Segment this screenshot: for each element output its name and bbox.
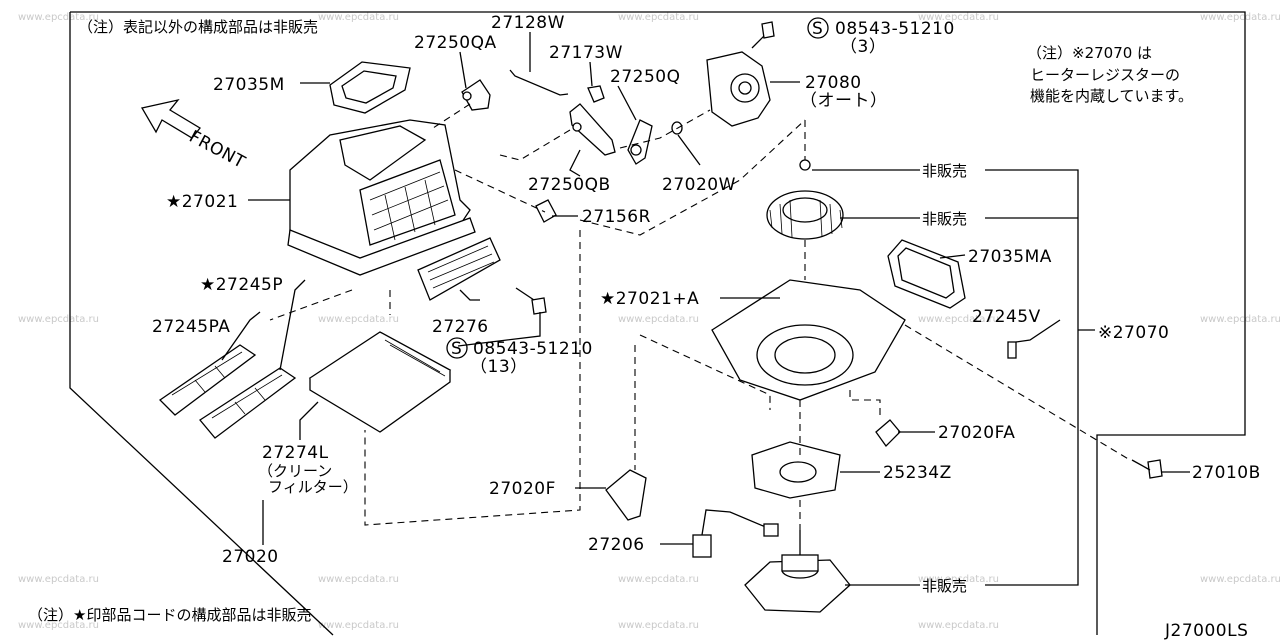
label-27274L-sub2: フィルター） xyxy=(268,478,358,496)
actuator-27080 xyxy=(706,51,771,127)
blower-motor xyxy=(744,530,851,613)
svg-text:S: S xyxy=(451,339,462,359)
clip-27173W xyxy=(587,85,605,103)
watermark: www.epcdata.ru xyxy=(318,620,399,631)
watermark: www.epcdata.ru xyxy=(918,574,999,585)
label-27274L-sub1: （クリーン xyxy=(258,462,332,480)
label-27173W: 27173W xyxy=(549,43,623,63)
label-hanbai-3: 非販売 xyxy=(922,577,967,595)
watermark: www.epcdata.ru xyxy=(318,314,399,325)
label-08543-top-qty: （3） xyxy=(840,37,886,57)
label-27128W: 27128W xyxy=(491,13,565,33)
watermark: www.epcdata.ru xyxy=(18,12,99,23)
screw-mid xyxy=(515,287,547,315)
bracket-27020F xyxy=(605,469,647,521)
watermark: www.epcdata.ru xyxy=(18,314,99,325)
seal-27035M xyxy=(329,61,411,114)
frame-27245P xyxy=(199,367,297,439)
clip-27156R xyxy=(535,199,557,223)
label-08543-mid: 08543-51210 xyxy=(473,339,593,359)
label-27035M: 27035M xyxy=(213,75,285,95)
label-27250Q: 27250Q xyxy=(610,67,680,87)
label-27276: 27276 xyxy=(432,317,489,337)
note-bottom-left: （注）★印部品コードの構成部品は非販売 xyxy=(28,606,311,624)
leader-lines xyxy=(221,32,1190,586)
nut xyxy=(799,159,811,171)
label-27250QB: 27250QB xyxy=(528,175,611,195)
note-top-right-line1: （注）※27070 は xyxy=(1027,44,1152,62)
harness-27206 xyxy=(692,509,779,558)
bracket-27020FA xyxy=(875,419,901,448)
label-08543-mid-qty: （13） xyxy=(470,357,528,377)
note-top-right-line2: ヒーターレジスターの xyxy=(1030,66,1180,84)
blower-case-27021A xyxy=(711,279,906,401)
watermark: www.epcdata.ru xyxy=(918,314,999,325)
label-27080-sub: （オート） xyxy=(800,91,888,111)
label-27020: 27020 xyxy=(222,547,279,567)
watermark: www.epcdata.ru xyxy=(1200,314,1280,325)
lever-27250QA xyxy=(461,79,491,111)
watermark: www.epcdata.ru xyxy=(618,314,699,325)
watermark: www.epcdata.ru xyxy=(318,12,399,23)
frame xyxy=(69,11,1246,636)
rod-27128W xyxy=(509,69,569,96)
watermark: www.epcdata.ru xyxy=(1200,574,1280,585)
watermark: www.epcdata.ru xyxy=(18,620,99,631)
watermark: www.epcdata.ru xyxy=(318,574,399,585)
note-top-left: （注）表記以外の構成部品は非販売 xyxy=(78,18,318,36)
heater-case-27021 xyxy=(287,119,476,276)
label-27010B: 27010B xyxy=(1192,463,1261,483)
part-labels: 27128W 27250QA 27173W 27035M 27250Q S 08… xyxy=(152,13,1261,595)
label-27245P: ★27245P xyxy=(200,275,283,295)
label-27080: 27080 xyxy=(805,73,862,93)
label-27274L: 27274L xyxy=(262,443,329,463)
diagram-code: J27000LS xyxy=(1164,621,1248,640)
watermark: www.epcdata.ru xyxy=(18,574,99,585)
watermark: www.epcdata.ru xyxy=(918,12,999,23)
link-27250Q xyxy=(627,119,653,165)
watermark: www.epcdata.ru xyxy=(618,574,699,585)
label-27206: 27206 xyxy=(588,535,645,555)
watermark-layer: www.epcdata.ru www.epcdata.ru www.epcdat… xyxy=(18,12,1280,631)
seal-27035MA xyxy=(887,239,966,309)
label-08543-top: 08543-51210 xyxy=(835,19,955,39)
screw-spec-symbol-icon: S xyxy=(446,337,468,359)
label-hanbai-1: 非販売 xyxy=(922,162,967,180)
screw-top xyxy=(751,21,775,49)
label-27020F: 27020F xyxy=(489,479,556,499)
label-27250QA: 27250QA xyxy=(414,33,497,53)
part-27245V xyxy=(1007,341,1017,359)
cover-27276 xyxy=(417,237,501,301)
filter-27274L xyxy=(308,331,452,433)
note-top-right-line3: 機能を内蔵しています。 xyxy=(1030,87,1193,105)
label-27021A: ★27021+A xyxy=(600,289,699,309)
frame-27245PA xyxy=(158,344,257,416)
screw-spec-symbol-icon: S xyxy=(807,17,829,39)
assembly-guides xyxy=(269,103,1131,530)
label-27021: ★27021 xyxy=(166,192,238,212)
label-27035MA: 27035MA xyxy=(968,247,1052,267)
blower-fan xyxy=(766,190,844,240)
front-arrow-icon xyxy=(140,98,201,139)
front-label: FRONT xyxy=(186,127,249,173)
label-27245PA: 27245PA xyxy=(152,317,230,337)
plate-25234Z xyxy=(751,441,841,499)
watermark: www.epcdata.ru xyxy=(918,620,999,631)
label-27020W: 27020W xyxy=(662,175,736,195)
label-27156R: 27156R xyxy=(582,207,651,227)
label-hanbai-2: 非販売 xyxy=(922,210,967,228)
svg-text:S: S xyxy=(812,19,823,39)
label-27245V: 27245V xyxy=(972,307,1041,327)
link-27250QB xyxy=(569,103,616,156)
bolt-27010B xyxy=(1131,459,1163,479)
watermark: www.epcdata.ru xyxy=(618,12,699,23)
label-27020FA: 27020FA xyxy=(938,423,1015,443)
watermark: www.epcdata.ru xyxy=(618,620,699,631)
label-25234Z: 25234Z xyxy=(883,463,952,483)
label-27070: ※27070 xyxy=(1098,323,1169,343)
watermark: www.epcdata.ru xyxy=(1200,12,1280,23)
